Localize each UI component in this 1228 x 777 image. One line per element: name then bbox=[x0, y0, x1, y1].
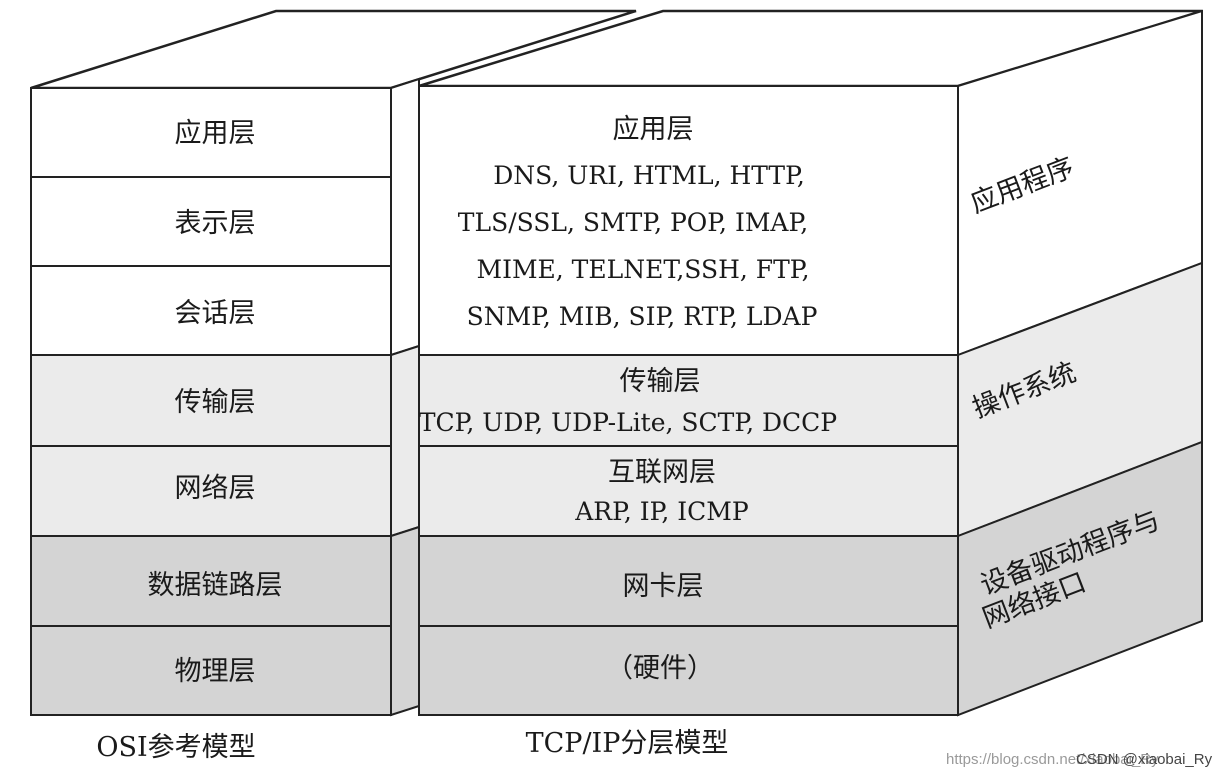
tcpip-application-protocols-4: SNMP, MIB, SIP, RTP, LDAP bbox=[467, 302, 818, 331]
tcpip-transport-title: 传输层 bbox=[620, 366, 701, 397]
osi-label-datalink: 数据链路层 bbox=[148, 570, 283, 601]
osi-cell-presentation bbox=[30, 176, 392, 267]
osi-side-driver bbox=[390, 525, 420, 717]
osi-caption: OSI参考模型 bbox=[96, 732, 255, 763]
tcpip-application-protocols-1: DNS, URI, HTML, HTTP, bbox=[493, 161, 805, 190]
tcpip-cell-application bbox=[418, 85, 959, 356]
osi-label-network: 网络层 bbox=[175, 473, 256, 504]
tcpip-internet-title: 互联网层 bbox=[608, 457, 716, 488]
osi-label-application: 应用层 bbox=[175, 118, 256, 149]
osi-side-app bbox=[390, 77, 420, 357]
tcpip-link-title: 网卡层 bbox=[623, 571, 704, 602]
osi-label-physical: 物理层 bbox=[175, 656, 256, 687]
tcpip-application-protocols-2: TLS/SSL, SMTP, POP, IMAP, bbox=[458, 208, 808, 237]
osi-label-session: 会话层 bbox=[175, 298, 256, 329]
osi-model-block: 应用层 表示层 会话层 传输层 网络层 数据链路层 物理层 bbox=[30, 9, 637, 717]
watermark-author: CSDN @xiaobai_Ry bbox=[1076, 751, 1213, 768]
tcpip-hardware-title: （硬件） bbox=[606, 653, 714, 684]
osi-cell-datalink bbox=[30, 535, 392, 627]
osi-cell-network bbox=[30, 445, 392, 537]
osi-cell-transport bbox=[30, 354, 392, 447]
tcpip-application-title: 应用层 bbox=[613, 114, 694, 145]
tcpip-application-protocols-3: MIME, TELNET,SSH, FTP, bbox=[476, 255, 809, 284]
tcpip-cell-hardware bbox=[418, 625, 959, 716]
tcpip-model-block: 应用层 DNS, URI, HTML, HTTP, TLS/SSL, SMTP,… bbox=[418, 9, 1203, 717]
osi-cell-physical bbox=[30, 625, 392, 716]
osi-side-os bbox=[390, 344, 420, 538]
osi-label-presentation: 表示层 bbox=[175, 208, 256, 239]
tcpip-transport-protocols: TCP, UDP, UDP-Lite, SCTP, DCCP bbox=[419, 408, 837, 437]
tcpip-caption: TCP/IP分层模型 bbox=[526, 728, 729, 759]
tcpip-cell-link bbox=[418, 535, 959, 627]
watermark-url: https://blog.csdn.net/xiaobai_Ry bbox=[946, 751, 1159, 768]
osi-label-transport: 传输层 bbox=[175, 387, 256, 418]
osi-cell-application bbox=[30, 87, 392, 178]
tcpip-cell-transport bbox=[418, 354, 959, 447]
tcpip-internet-protocols: ARP, IP, ICMP bbox=[574, 497, 748, 526]
